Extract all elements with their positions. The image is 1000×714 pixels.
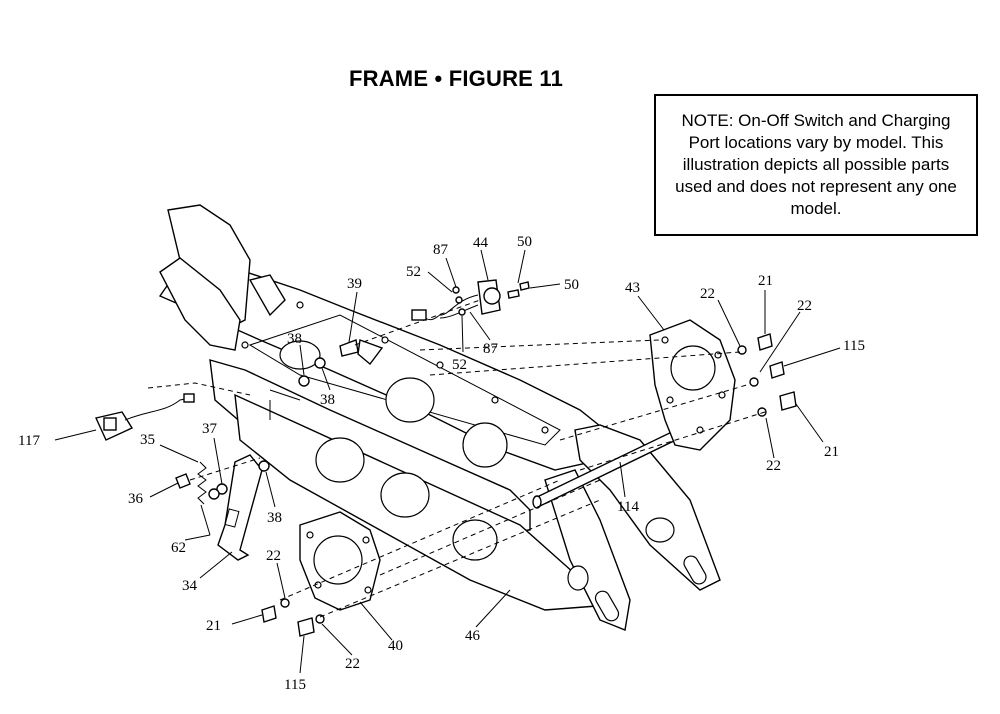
callout-22-lower-left: 22 (266, 548, 281, 564)
seat-bracket-plates (159, 204, 286, 351)
callout-21-lower-left: 21 (206, 618, 221, 634)
figure-title: FRAME • FIGURE 11 (348, 66, 564, 91)
charging-port-44 (411, 279, 501, 321)
callout-115-right: 115 (843, 338, 865, 354)
leader-lines (54, 249, 841, 674)
callout-38-middle: 38 (320, 392, 335, 408)
callout-35: 35 (140, 432, 155, 448)
callout-21-top: 21 (758, 273, 773, 289)
callout-21-lower-right: 21 (824, 444, 839, 460)
callout-39: 39 (347, 276, 362, 292)
callout-87-top: 87 (433, 242, 449, 258)
callout-34: 34 (182, 578, 198, 594)
note-text: NOTE: On-Off Switch and Charging Port lo… (675, 111, 957, 218)
footrest-bracket-34 (217, 454, 263, 561)
wheel-plate-40 (299, 511, 381, 611)
callout-117: 117 (18, 433, 40, 449)
callout-114: 114 (617, 499, 639, 515)
callouts: 87 44 50 52 50 87 52 39 38 38 43 22 21 2… (18, 234, 865, 693)
callout-22-bottom: 22 (345, 656, 360, 672)
callout-52-bottom: 52 (452, 357, 467, 373)
callout-50-top: 50 (517, 234, 532, 250)
callout-36: 36 (128, 491, 144, 507)
assembly-dashed-lines (147, 299, 766, 618)
spring-35 (197, 461, 211, 536)
note-box: NOTE: On-Off Switch and Charging Port lo… (654, 94, 978, 236)
callout-115-bottom: 115 (284, 677, 306, 693)
callout-87-bottom: 87 (483, 341, 499, 357)
callout-22-lower-right: 22 (766, 458, 781, 474)
callout-38-lower: 38 (267, 510, 282, 526)
callout-44: 44 (473, 235, 489, 251)
callout-40: 40 (388, 638, 403, 654)
callout-38-upper: 38 (287, 331, 302, 347)
callout-50-right: 50 (564, 277, 579, 293)
callout-22-top: 22 (700, 286, 715, 302)
callout-43: 43 (625, 280, 640, 296)
switch-117 (95, 393, 195, 441)
callout-52-top: 52 (406, 264, 421, 280)
fasteners (175, 281, 797, 637)
callout-22-right: 22 (797, 298, 812, 314)
callout-46: 46 (465, 628, 481, 644)
frame-main-46 (209, 359, 612, 611)
callout-37: 37 (202, 421, 218, 437)
callout-62: 62 (171, 540, 186, 556)
wheel-plate-43 (649, 319, 736, 451)
